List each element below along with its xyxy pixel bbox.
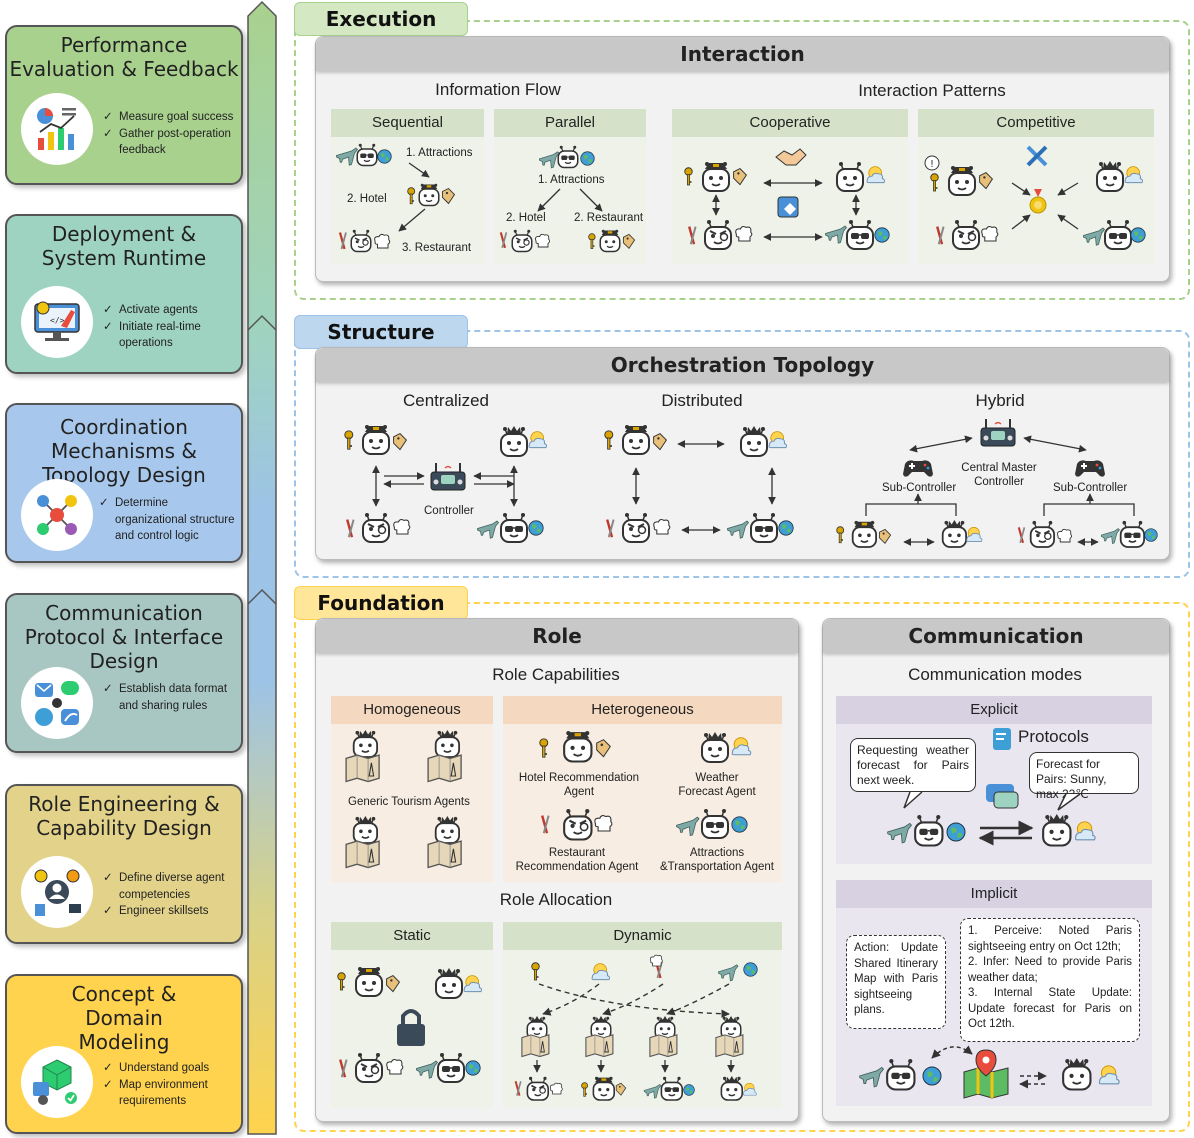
- information-flow-title: Information Flow: [435, 80, 561, 99]
- competitive-diagram: !: [924, 145, 1146, 264]
- dynamic-title: Dynamic: [503, 922, 782, 950]
- role-allocation-title: Role Allocation: [499, 890, 613, 909]
- topology-diagram: [344, 418, 1158, 558]
- stage-title: Communication Protocol & Interface Desig…: [24, 601, 224, 673]
- competitive-title: Competitive: [918, 109, 1154, 137]
- static-title: Static: [331, 922, 493, 950]
- map-pin-icon: [963, 1049, 1009, 1099]
- stage-title: Coordination Mechanisms & Topology Desig…: [42, 415, 206, 487]
- stage-item: Initiate real-time operations: [103, 319, 241, 352]
- parallel-step-1: 1. Attractions: [538, 174, 605, 186]
- user-gear-icon: [21, 856, 93, 928]
- message-icon: [21, 667, 93, 739]
- sequential-step-3: 3. Restaurant: [402, 242, 472, 254]
- stage-item: Understand goals: [103, 1060, 241, 1077]
- perceive-step: 1. Perceive: Noted Paris sightseeing ent…: [968, 925, 1132, 953]
- weather-agent-label: Weather Forecast Agent: [678, 772, 756, 798]
- restaurant-agent-label: Restaurant Recommendation Agent: [515, 847, 639, 873]
- execution-section: [294, 20, 1190, 300]
- stage-deployment: Deployment & System Runtime </> Activate…: [5, 214, 243, 374]
- foundation-section: [294, 602, 1190, 1132]
- parallel-diagram: [499, 137, 636, 264]
- svg-text:</>: </>: [50, 316, 65, 325]
- implicit-diagram: [859, 1045, 1120, 1099]
- stage-item: Map environment requirements: [103, 1077, 241, 1110]
- stage-concept-domain: Concept & Domain Modeling Understand goa…: [5, 974, 243, 1134]
- communication-title: Communication: [823, 619, 1169, 653]
- stage-item: Establish data format and sharing rules: [103, 681, 241, 714]
- static-diagram: [337, 950, 483, 1108]
- sub-controller-left-label: Sub-Controller: [882, 482, 957, 494]
- homogeneous-title: Homogeneous: [331, 696, 493, 724]
- implicit-title: Implicit: [836, 880, 1152, 908]
- chart-icon: [21, 93, 93, 165]
- stage-item: Define diverse agent competencies: [103, 870, 241, 903]
- parallel-title: Parallel: [494, 109, 646, 137]
- parallel-box: Parallel: [494, 109, 646, 264]
- sub-controller-right-label: Sub-Controller: [1053, 482, 1128, 494]
- hybrid-title: Hybrid: [975, 391, 1025, 410]
- parallel-step-2-hotel: 2. Hotel: [506, 212, 546, 224]
- communication-modes-title: Communication modes: [908, 665, 1082, 684]
- update-step: 3. Internal State Update: Update forecas…: [968, 987, 1132, 1030]
- cooperative-title: Cooperative: [672, 109, 908, 137]
- reasoning-note: 1. Perceive: Noted Paris sightseeing ent…: [960, 918, 1140, 1042]
- lifecycle-arrow: [247, 0, 277, 1135]
- svg-text:!: !: [930, 159, 934, 170]
- stage-item: Engineer skillsets: [103, 903, 241, 920]
- interaction-title: Interaction: [316, 37, 1169, 71]
- role-capabilities-title: Role Capabilities: [492, 665, 620, 684]
- hotel-agent-label: Hotel Recommendation Agent: [518, 772, 640, 798]
- structure-section: [294, 330, 1190, 578]
- heterogeneous-box: Heterogeneous: [503, 696, 782, 882]
- infer-step: 2. Infer: Need to provide Paris weather …: [968, 956, 1132, 984]
- stage-item: Measure goal success: [103, 109, 241, 126]
- stage-item: Determine organizational structure and c…: [99, 495, 241, 545]
- request-bubble: Requesting weather forecast for Pairs ne…: [850, 738, 976, 792]
- cooperative-diagram: [684, 148, 890, 264]
- central-master-label: Central Master Controller: [961, 462, 1037, 488]
- homogeneous-box: Homogeneous: [331, 696, 493, 882]
- sequential-step-2: 2. Hotel: [347, 193, 387, 205]
- stage-title: Performance Evaluation & Feedback: [9, 33, 239, 81]
- protocols-label: Protocols: [1018, 727, 1089, 746]
- orchestration-title: Orchestration Topology: [316, 348, 1169, 382]
- interaction-patterns-title: Interaction Patterns: [858, 81, 1006, 100]
- stage-performance-evaluation: Performance Evaluation & Feedback Measur…: [5, 25, 243, 185]
- stage-title: Concept & Domain Modeling: [71, 982, 177, 1054]
- stage-communication: Communication Protocol & Interface Desig…: [5, 593, 243, 753]
- generic-agents-label: Generic Tourism Agents: [348, 796, 470, 808]
- foundation-label: Foundation: [294, 586, 468, 620]
- execution-label: Execution: [294, 2, 468, 36]
- role-title: Role: [316, 619, 798, 653]
- sequential-title: Sequential: [331, 109, 484, 137]
- explicit-diagram: [887, 784, 1096, 864]
- heterogeneous-title: Heterogeneous: [503, 696, 782, 724]
- cube-icon: [21, 1046, 93, 1118]
- protocols-icon: [992, 727, 1012, 751]
- controller-label: Controller: [424, 505, 474, 517]
- sequential-diagram: [336, 137, 455, 264]
- structure-label: Structure: [294, 315, 468, 349]
- network-icon: [21, 479, 93, 551]
- distributed-title: Distributed: [661, 391, 743, 410]
- sequential-step-1: 1. Attractions: [406, 147, 473, 159]
- action-note: Action: Update Shared Itinerary Map with…: [846, 935, 946, 1029]
- stage-coordination: Coordination Mechanisms & Topology Desig…: [5, 403, 243, 563]
- centralized-title: Centralized: [403, 391, 489, 410]
- stage-role-engineering: Role Engineering & Capability Design Def…: [5, 784, 243, 944]
- lock-icon: [397, 1009, 425, 1046]
- parallel-step-2-restaurant: 2. Restaurant: [574, 212, 644, 224]
- explicit-title: Explicit: [836, 696, 1152, 724]
- stage-title: Deployment & System Runtime: [41, 222, 207, 270]
- attractions-agent-label: Attractions &Transportation Agent: [659, 847, 774, 873]
- monitor-rocket-icon: </>: [21, 286, 93, 358]
- stage-title: Role Engineering & Capability Design: [28, 792, 220, 840]
- reply-bubble: Forecast for Pairs: Sunny, max 22℃: [1029, 752, 1139, 801]
- stage-item: Activate agents: [103, 302, 241, 319]
- dynamic-diagram: [514, 954, 758, 1108]
- stage-item: Gather post-operation feedback: [103, 126, 241, 159]
